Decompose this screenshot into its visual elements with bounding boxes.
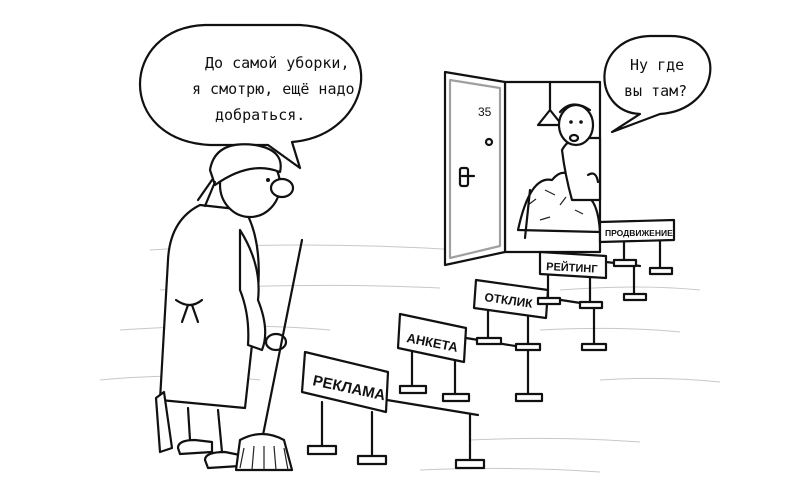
- doorway: [503, 80, 602, 254]
- barrier-prodvizhenie: ПРОДВИЖЕНИЕ: [598, 218, 676, 276]
- speech-right-line-2: вы там?: [624, 82, 687, 100]
- speech-bubble-right: Ну где вы там?: [603, 34, 712, 134]
- barrier-anketa: АНКЕТА: [396, 312, 544, 403]
- apartment-door: 35: [443, 70, 507, 267]
- barrier-label-reyting: РЕЙТИНГ: [546, 260, 599, 276]
- man-character: [557, 103, 602, 202]
- cleaning-woman: [154, 143, 295, 470]
- barrier-reyting: РЕЙТИНГ: [536, 250, 648, 310]
- speech-left-line-1: До самой уборки,: [205, 54, 350, 72]
- speech-left-line-2: я смотрю, ещё надо: [192, 80, 355, 98]
- barrier-label-prodvizhenie: ПРОДВИЖЕНИЕ: [605, 228, 673, 238]
- door-number: 35: [478, 105, 492, 119]
- speech-right-line-1: Ну где: [630, 56, 684, 74]
- mop: [234, 238, 304, 472]
- barrier-reklama: РЕКЛАМА: [300, 350, 486, 470]
- speech-left-line-3: добраться.: [215, 106, 305, 124]
- barrier-otklik: ОТКЛИК: [472, 278, 608, 352]
- barrier-label-otklik: ОТКЛИК: [484, 290, 535, 311]
- speech-bubble-left: До самой уборки, я смотрю, ещё надо добр…: [138, 23, 363, 170]
